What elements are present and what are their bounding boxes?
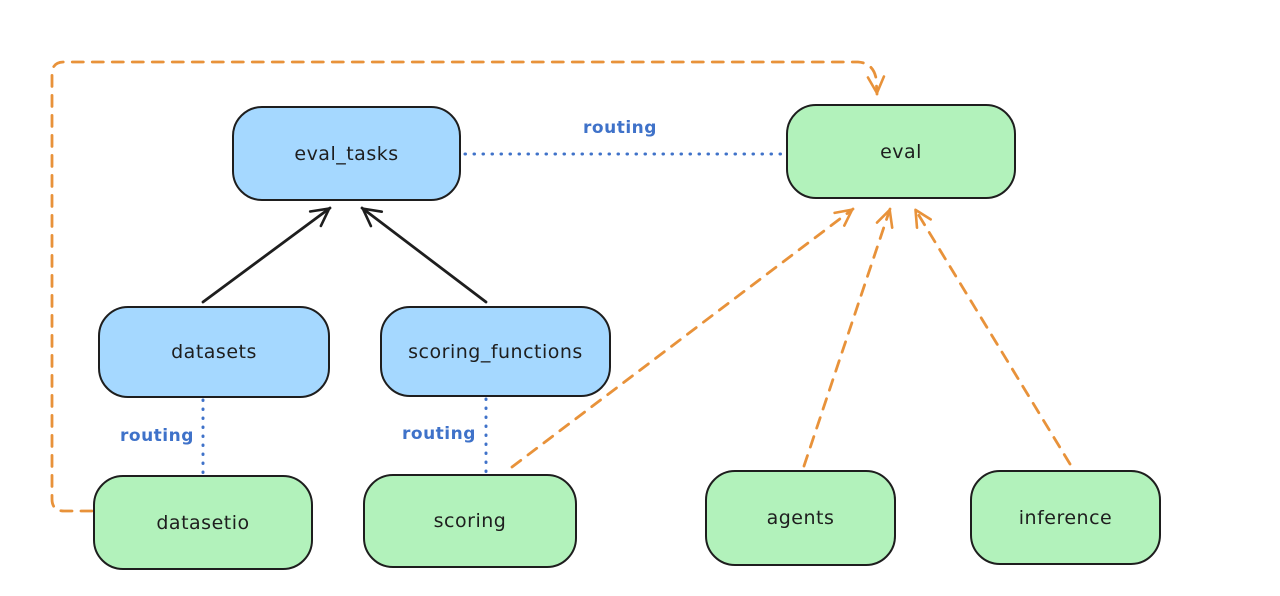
edge-scoring-to-eval xyxy=(510,207,855,469)
node-scoring-functions-label: scoring_functions xyxy=(408,340,583,363)
edge-datasetio-to-eval-loop xyxy=(50,60,886,513)
edge-label-routing-eval-tasks-eval: routing xyxy=(583,118,657,138)
edge-scoring-functions-to-eval-tasks xyxy=(360,206,488,304)
node-eval-tasks-label: eval_tasks xyxy=(294,142,399,165)
edge-label-routing-scoring-functions-scoring: routing xyxy=(402,424,476,444)
node-agents: agents xyxy=(705,470,896,566)
node-eval: eval xyxy=(786,104,1016,199)
node-eval-tasks: eval_tasks xyxy=(232,106,461,201)
edge-label-routing-datasets-datasetio: routing xyxy=(120,426,194,446)
edge-agents-to-eval xyxy=(802,207,894,468)
node-agents-label: agents xyxy=(766,507,835,529)
node-datasets: datasets xyxy=(98,306,330,398)
node-scoring-label: scoring xyxy=(433,510,507,532)
node-datasetio: datasetio xyxy=(93,475,313,570)
node-scoring-functions: scoring_functions xyxy=(380,306,611,397)
node-inference-label: inference xyxy=(1018,506,1113,529)
node-eval-label: eval xyxy=(880,140,922,163)
edge-datasets-to-eval-tasks xyxy=(201,206,332,304)
node-scoring: scoring xyxy=(363,474,577,568)
node-inference: inference xyxy=(970,470,1161,565)
node-datasetio-label: datasetio xyxy=(156,511,250,534)
edge-inference-to-eval xyxy=(913,207,1072,466)
node-datasets-label: datasets xyxy=(171,341,257,363)
